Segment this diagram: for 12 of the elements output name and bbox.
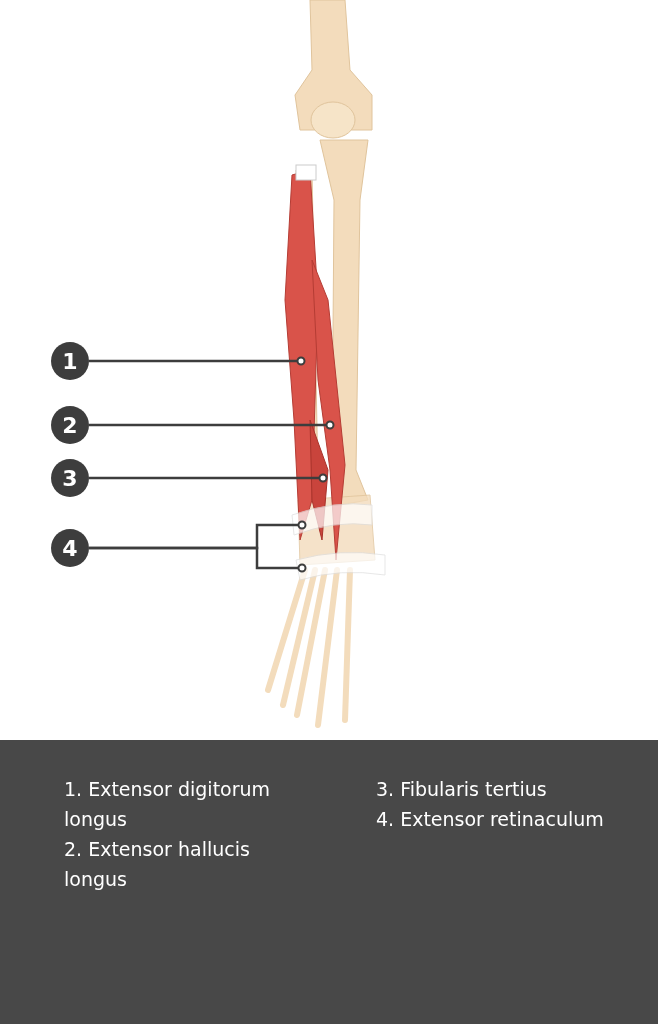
callout-number: 1 [51,342,89,380]
legend-text: 2. Extensor hallucis longus [64,837,251,892]
callout-number: 4 [51,529,89,567]
legend-text: 3. Fibularis tertius [376,777,548,802]
legend-text: 4. Extensor retinaculum [376,807,605,832]
leader-line [89,546,307,573]
legend-text: 1. Extensor digitorum longus [64,777,272,832]
leader-line [89,473,328,483]
leader-line [89,356,306,366]
callout-number: 3 [51,459,89,497]
callout-number: 2 [51,406,89,444]
leader-line [89,420,335,430]
